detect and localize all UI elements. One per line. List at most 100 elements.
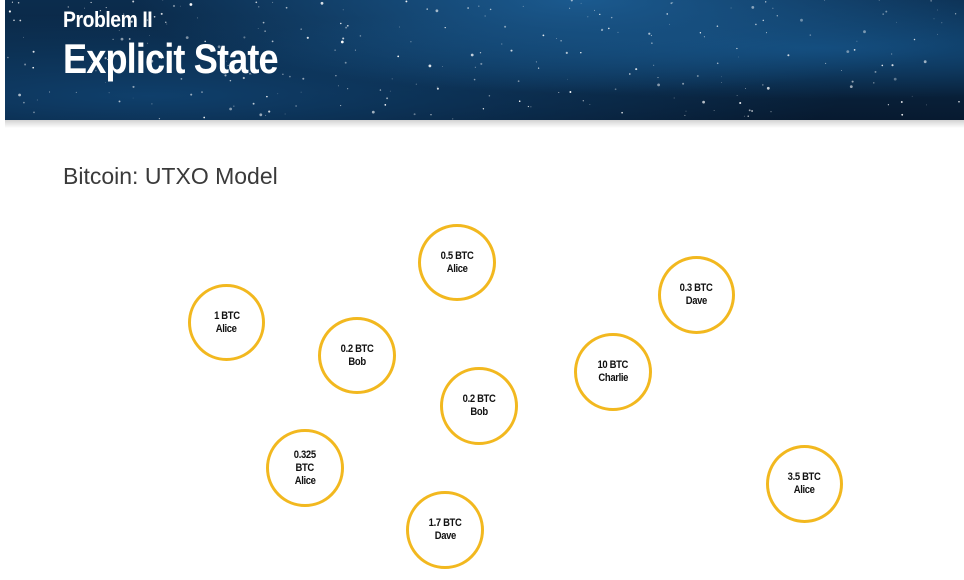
star-dot <box>33 111 35 114</box>
star-dot <box>179 5 181 7</box>
star-dot <box>699 32 702 34</box>
star-dot <box>580 2 582 4</box>
utxo-owner: Alice <box>794 484 815 496</box>
star-dot <box>397 55 400 58</box>
star-dot <box>345 26 348 29</box>
utxo-owner: Alice <box>294 474 316 487</box>
star-dot <box>444 26 446 29</box>
star-dot <box>480 62 483 65</box>
star-dot <box>770 111 772 113</box>
utxo-circle: 0.325 BTC Alice <box>266 429 344 507</box>
star-dot <box>426 8 428 10</box>
star-dot <box>748 109 751 112</box>
star-dot <box>713 110 715 111</box>
star-dot <box>49 91 51 93</box>
star-dot <box>118 100 121 103</box>
star-dot <box>607 27 610 30</box>
star-dot <box>762 19 765 22</box>
star-dot <box>542 34 545 37</box>
star-dot <box>258 6 260 8</box>
star-dot <box>32 66 35 69</box>
star-dot <box>846 50 850 53</box>
star-dot <box>851 80 854 83</box>
star-dot <box>108 92 110 94</box>
star-dot <box>201 91 203 93</box>
star-dot <box>653 64 655 66</box>
star-dot <box>504 25 507 28</box>
star-dot <box>913 38 916 41</box>
star-dot <box>891 64 894 67</box>
star-dot <box>384 104 387 106</box>
star-dot <box>344 61 347 64</box>
star-dot <box>146 19 149 21</box>
star-dot <box>259 113 263 117</box>
star-dot <box>185 36 189 39</box>
star-dot <box>666 13 668 15</box>
star-dot <box>399 26 401 28</box>
star-dot <box>132 85 135 88</box>
star-dot <box>335 75 337 77</box>
star-dot <box>863 30 866 34</box>
star-dot <box>160 12 163 15</box>
star-dot <box>257 27 259 29</box>
star-dot <box>229 107 233 111</box>
utxo-circle: 1 BTC Alice <box>188 284 265 361</box>
star-dot <box>482 108 485 110</box>
star-dot <box>484 15 486 17</box>
star-dot <box>334 49 336 51</box>
utxo-amount: 3.5 BTC <box>788 471 821 483</box>
star-dot <box>130 20 133 23</box>
star-dot <box>107 59 109 61</box>
star-dot <box>556 37 558 39</box>
star-dot <box>250 73 252 75</box>
utxo-amount: 0.2 BTC <box>340 342 374 355</box>
star-dot <box>389 90 391 92</box>
star-dot <box>672 2 674 3</box>
star-dot <box>17 2 20 4</box>
utxo-circle: 0.2 BTC Bob <box>318 317 396 394</box>
star-dot <box>104 57 107 60</box>
star-dot <box>13 19 15 22</box>
star-dot <box>762 84 764 86</box>
star-dot <box>565 51 568 54</box>
star-dot <box>413 113 416 116</box>
star-dot <box>99 9 102 12</box>
star-dot <box>112 38 114 41</box>
star-dot <box>302 77 305 80</box>
star-dot <box>657 77 659 79</box>
star-dot <box>751 6 755 9</box>
star-dot <box>149 35 151 36</box>
star-dot <box>601 30 603 31</box>
star-dot <box>702 100 705 104</box>
star-dot <box>648 32 651 35</box>
star-dot <box>772 7 774 9</box>
star-dot <box>874 70 877 73</box>
star-dot <box>415 83 417 85</box>
star-dot <box>567 78 568 80</box>
star-dot <box>517 80 520 83</box>
star-dot <box>776 15 778 17</box>
star-dot <box>560 40 562 42</box>
utxo-amount-unit: BTC <box>295 461 315 474</box>
star-dot <box>289 75 291 78</box>
star-dot <box>306 36 309 39</box>
star-dot <box>67 6 70 8</box>
star-dot <box>650 34 652 37</box>
star-dot <box>853 49 856 51</box>
star-dot <box>670 2 673 5</box>
star-dot <box>340 105 342 107</box>
star-dot <box>249 73 251 75</box>
star-dot <box>255 1 258 4</box>
star-dot <box>147 42 149 44</box>
page-title: Explicit State <box>63 35 279 82</box>
star-dot <box>132 97 134 99</box>
slide-subtitle: Bitcoin: UTXO Model <box>63 163 278 189</box>
star-dot <box>873 82 875 84</box>
star-dot <box>120 37 124 41</box>
star-dot <box>467 7 469 9</box>
star-dot <box>277 93 279 95</box>
star-dot <box>150 59 154 63</box>
star-dot <box>747 115 749 117</box>
star-dot <box>410 41 412 43</box>
star-dot <box>386 97 389 100</box>
